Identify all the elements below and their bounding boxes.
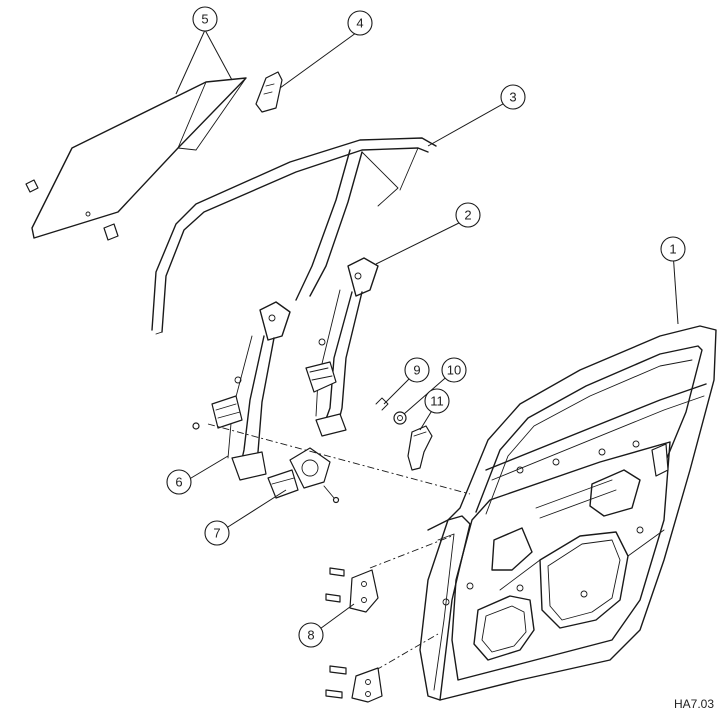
- door-shell: [419, 325, 717, 701]
- svg-text:10: 10: [447, 363, 461, 378]
- regulator-motor: [267, 447, 340, 504]
- svg-text:8: 8: [307, 628, 314, 643]
- svg-text:1: 1: [669, 242, 676, 257]
- callout-5: 5: [192, 6, 218, 32]
- clip: [375, 397, 389, 411]
- callout-9: 9: [404, 357, 430, 383]
- svg-text:4: 4: [356, 16, 363, 31]
- callout-10: 10: [441, 357, 467, 383]
- callout-1: 1: [660, 236, 686, 262]
- alignment-line-lower-hinge: [375, 633, 439, 671]
- window-regulator-rear: [305, 257, 379, 437]
- window-crank-handle: [407, 425, 433, 471]
- door-glass: [25, 77, 247, 241]
- svg-text:11: 11: [430, 394, 444, 409]
- svg-text:2: 2: [464, 208, 471, 223]
- svg-text:3: 3: [509, 90, 516, 105]
- washer: [393, 411, 407, 425]
- callout-3: 3: [500, 84, 526, 110]
- window-regulator-front: [192, 301, 291, 481]
- callout-6: 6: [166, 469, 192, 495]
- corner-bracket: [255, 71, 283, 113]
- figure-code: HA7.03: [674, 697, 714, 711]
- callout-7: 7: [204, 520, 230, 546]
- door-hinge-lower: [325, 665, 383, 703]
- svg-text:7: 7: [213, 526, 220, 541]
- alignment-line-upper-hinge: [369, 535, 453, 569]
- callout-2: 2: [455, 202, 481, 228]
- leader-lines: [175, 29, 679, 635]
- callout-4: 4: [347, 10, 373, 36]
- callout-8: 8: [298, 622, 324, 648]
- svg-text:6: 6: [175, 475, 182, 490]
- alignment-line-regulator: [207, 423, 471, 495]
- glass-run-channel: [151, 137, 437, 335]
- door-hinge-upper: [325, 567, 379, 613]
- svg-text:9: 9: [413, 363, 420, 378]
- callout-11: 11: [424, 388, 450, 414]
- svg-text:5: 5: [201, 12, 208, 27]
